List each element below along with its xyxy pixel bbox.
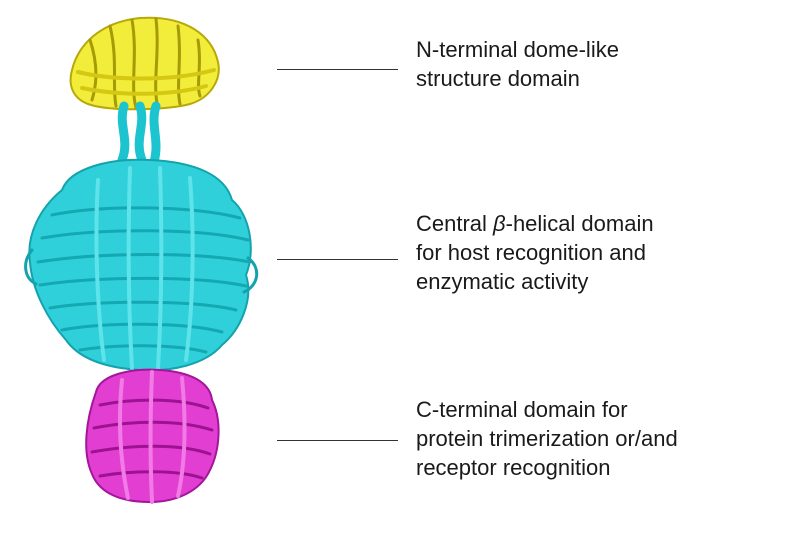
protein-structure-illustration	[24, 16, 259, 504]
label-line: enzymatic activity	[416, 269, 589, 294]
leader-line-c-terminal	[277, 440, 398, 441]
label-line: protein trimerization or/and	[416, 426, 678, 451]
label-central-domain: Central β-helical domain for host recogn…	[416, 209, 654, 296]
beta-symbol: β	[493, 211, 506, 236]
neck-helices	[117, 101, 161, 167]
leader-line-n-terminal	[277, 69, 398, 70]
leader-line-central	[277, 259, 398, 260]
central-beta-helical-domain	[24, 158, 259, 372]
label-line: Central β-helical domain	[416, 209, 654, 238]
label-line: N-terminal dome-like	[416, 37, 619, 62]
label-line: receptor recognition	[416, 455, 611, 480]
label-suffix: -helical domain	[505, 211, 654, 236]
label-n-terminal-domain: N-terminal dome-like structure domain	[416, 35, 619, 93]
label-line: C-terminal domain for	[416, 397, 628, 422]
label-line: for host recognition and	[416, 240, 646, 265]
c-terminal-domain	[85, 368, 220, 504]
label-prefix: Central	[416, 211, 494, 236]
label-c-terminal-domain: C-terminal domain for protein trimerizat…	[416, 395, 678, 482]
n-terminal-dome-domain	[69, 16, 220, 111]
label-line: structure domain	[416, 66, 580, 91]
